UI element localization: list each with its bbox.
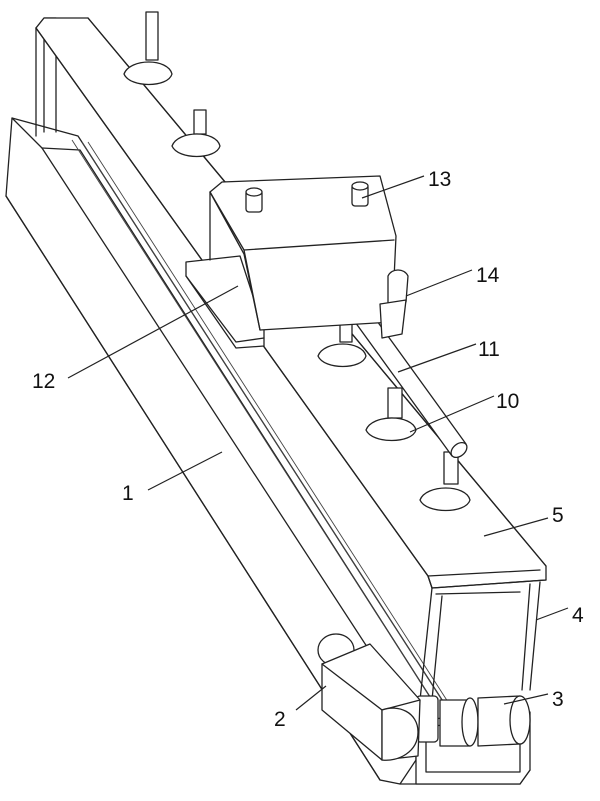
label-13: 13: [428, 168, 451, 191]
conveyor-base: [5, 117, 531, 785]
label-4: 4: [572, 604, 584, 627]
drive-motor: [317, 633, 421, 761]
label-10: 10: [496, 390, 519, 413]
label-1: 1: [122, 482, 134, 505]
label-14: 14: [476, 264, 500, 287]
label-3: 3: [552, 688, 564, 711]
label-5: 5: [552, 504, 564, 527]
suction-cups: [123, 11, 471, 512]
carriage: [185, 175, 409, 349]
leader-lines: [67, 175, 569, 711]
label-12: 12: [32, 370, 55, 393]
label-2: 2: [274, 708, 286, 731]
part-labels: 1 2 3 4 5 10 11 12 13 14: [32, 168, 584, 731]
label-11: 11: [478, 338, 500, 361]
front-frame: [415, 581, 541, 785]
front-rollers: [415, 695, 531, 747]
